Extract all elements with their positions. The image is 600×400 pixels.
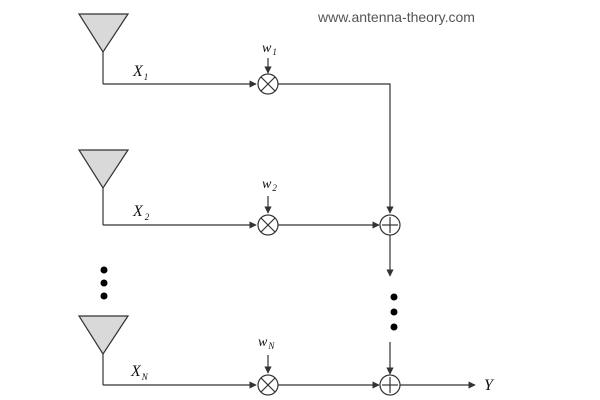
weight-label-2: w2 xyxy=(262,177,277,193)
watermark-text: www.antenna-theory.com xyxy=(317,9,475,25)
signal-label-n: XN xyxy=(130,363,149,382)
sum-ellipsis-icon xyxy=(390,293,398,331)
antenna-1-icon xyxy=(77,13,130,54)
multiplier-n-icon xyxy=(257,374,279,396)
multiplier-2-icon xyxy=(257,214,279,236)
antenna-2-icon xyxy=(77,149,130,190)
multiplier-1-icon xyxy=(257,73,279,95)
weight-label-1: w1 xyxy=(262,41,277,57)
adder-n-icon xyxy=(379,374,401,396)
signal-label-1: X1 xyxy=(132,63,148,82)
adder-1-icon xyxy=(379,214,401,236)
sum-line-1 xyxy=(278,83,394,214)
output-label: Y xyxy=(484,377,495,394)
antenna-ellipsis-icon xyxy=(100,266,108,300)
weight-label-n: wN xyxy=(258,335,275,351)
antenna-n-icon xyxy=(77,315,130,356)
